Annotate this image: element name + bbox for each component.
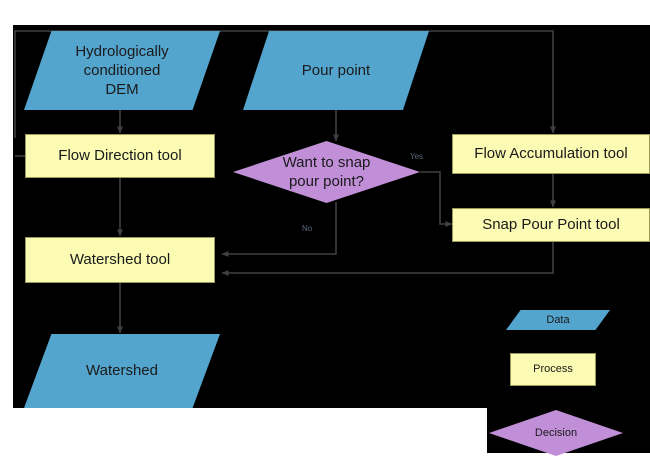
legend-label: Decision bbox=[534, 426, 578, 439]
node-hydrologically-conditioned-dem[interactable]: Hydrologically conditioned DEM bbox=[24, 31, 220, 110]
node-watershed-tool[interactable]: Watershed tool bbox=[25, 237, 215, 283]
node-label: Want to snap pour point? bbox=[282, 153, 371, 190]
legend-item-data: Data bbox=[506, 310, 610, 330]
node-label: Flow Accumulation tool bbox=[474, 145, 628, 163]
node-label: Hydrologically conditioned DEM bbox=[75, 42, 169, 99]
node-label: Watershed tool bbox=[69, 251, 171, 269]
node-watershed[interactable]: Watershed bbox=[24, 334, 220, 408]
legend-label: Data bbox=[546, 313, 570, 326]
node-label: Watershed bbox=[86, 362, 158, 380]
legend-item-decision: Decision bbox=[489, 410, 623, 456]
branch-label-yes: Yes bbox=[410, 152, 424, 161]
node-snap-pour-point-tool[interactable]: Snap Pour Point tool bbox=[452, 208, 650, 242]
node-label: Snap Pour Point tool bbox=[482, 216, 620, 234]
legend-item-process: Process bbox=[510, 353, 596, 386]
node-flow-accumulation-tool[interactable]: Flow Accumulation tool bbox=[452, 134, 650, 174]
node-label: Flow Direction tool bbox=[58, 147, 182, 165]
branch-label-no: No bbox=[302, 224, 313, 233]
legend-label: Process bbox=[533, 363, 573, 376]
node-flow-direction-tool[interactable]: Flow Direction tool bbox=[25, 134, 215, 178]
node-label: Pour point bbox=[301, 61, 371, 79]
node-want-to-snap-pour-point-decision[interactable]: Want to snap pour point? bbox=[233, 141, 420, 203]
node-pour-point[interactable]: Pour point bbox=[243, 31, 429, 110]
